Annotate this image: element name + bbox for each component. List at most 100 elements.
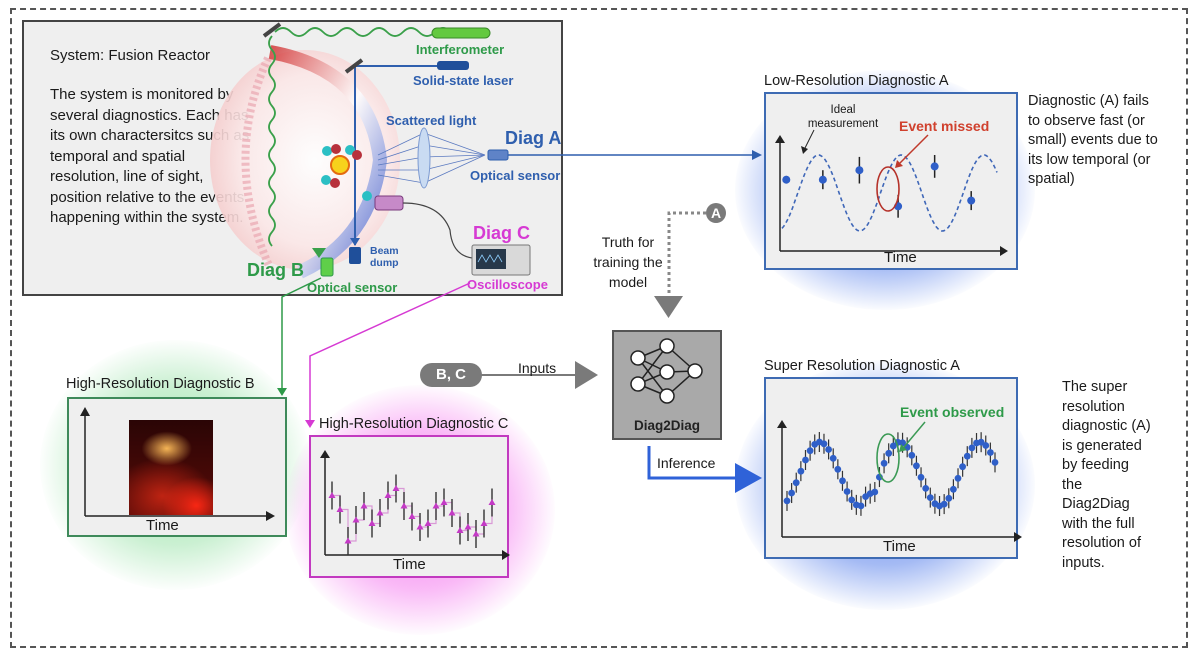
data-point [336, 506, 344, 512]
data-point [908, 451, 916, 459]
interferometer-device [431, 27, 491, 39]
plasma-core [330, 155, 350, 175]
beam-dump [349, 247, 361, 264]
super-res-a-panel [764, 377, 1018, 559]
data-point [917, 473, 925, 481]
data-point [839, 477, 846, 485]
data-point [987, 449, 994, 456]
diag-b-connector [281, 277, 322, 390]
data-point [950, 485, 957, 493]
low-res-a-xlabel: Time [884, 249, 917, 266]
y-axis-arrow [320, 450, 330, 458]
event-missed-pointer [899, 134, 929, 164]
high-res-b-heatmap [129, 420, 213, 515]
inputs-arrow-head [575, 361, 598, 389]
high-res-c-xlabel: Time [393, 556, 426, 573]
truth-label: Truth for training the model [593, 234, 663, 290]
mirror-1 [262, 22, 282, 38]
inputs-badge: B, C [420, 363, 482, 387]
data-point [871, 488, 879, 496]
y-axis-arrow [777, 420, 787, 428]
data-point [820, 440, 828, 448]
data-point [368, 520, 376, 526]
event-missed-pointer-head [895, 160, 903, 168]
data-point [968, 444, 976, 452]
data-point [963, 452, 971, 460]
lens [417, 127, 431, 189]
low-res-a-panel [764, 92, 1018, 270]
event-observed-circle [876, 433, 900, 483]
system-title: System: Fusion Reactor [50, 47, 211, 64]
data-point [954, 474, 962, 482]
event-observed-pointer [903, 421, 926, 448]
data-point [885, 449, 893, 457]
data-point [392, 485, 400, 491]
x-axis-arrow [1014, 532, 1022, 542]
data-point [806, 447, 814, 455]
plasma-edge [268, 45, 388, 279]
inference-label: Inference [657, 455, 716, 471]
data-point [834, 465, 842, 473]
super-res-a-description: The super resolution diagnostic (A) is g… [1062, 379, 1151, 571]
ideal-pointer-head [801, 146, 808, 154]
data-point [464, 523, 472, 530]
data-point [440, 499, 448, 505]
data-point [922, 485, 930, 492]
data-point [940, 500, 948, 508]
data-point [945, 494, 953, 502]
scattered-light-label: Scattered light [386, 113, 477, 128]
scattered-light-rays [377, 132, 486, 184]
data-point [352, 516, 360, 523]
data-point [797, 467, 805, 475]
data-point [802, 456, 809, 464]
data-point [857, 502, 865, 510]
super-res-a-title: Super Resolution Diagnostic A [764, 358, 960, 374]
event-observed-label: Event observed [900, 404, 1005, 420]
diag-b-sensor-icon [320, 257, 334, 277]
data-point [480, 520, 488, 526]
diag-b-sensor-label: Optical sensor [307, 280, 398, 295]
truth-connector [667, 211, 706, 296]
data-point [829, 454, 837, 462]
data-point [376, 509, 384, 516]
low-res-a-title: Low-Resolution Diagnostic A [764, 73, 949, 89]
data-point [782, 175, 791, 184]
inference-connector [647, 446, 735, 480]
data-point [926, 494, 934, 501]
super-res-a-xlabel: Time [883, 538, 916, 555]
data-point [880, 459, 888, 467]
x-axis-arrow [502, 550, 510, 560]
data-point [825, 446, 832, 453]
laser-device [437, 61, 469, 70]
data-point [783, 497, 791, 505]
data-point [424, 520, 432, 526]
data-point [855, 166, 864, 175]
data-point [456, 527, 464, 533]
data-point [432, 502, 440, 509]
low-res-a-description: Diagnostic (A) fails to observe fast (or… [1028, 93, 1158, 187]
data-point [472, 530, 480, 537]
data-point [416, 523, 424, 530]
event-missed-circle [876, 166, 900, 212]
system-description: The system is monitored by several diagn… [50, 86, 250, 226]
data-point [930, 162, 939, 171]
outer-frame [10, 8, 1188, 648]
data-point [360, 502, 368, 509]
diag-b-label: Diag B [247, 260, 305, 280]
data-point [977, 438, 985, 446]
data-point [400, 502, 408, 509]
mirror-2 [344, 58, 364, 74]
ideal-pointer [804, 129, 815, 149]
event-missed-label: Event missed [899, 118, 990, 134]
data-point [328, 492, 336, 498]
data-point [889, 442, 897, 450]
data-point [982, 442, 990, 449]
interferometer-label: Interferometer [416, 42, 505, 57]
diag-a-label: Diag A [505, 128, 562, 148]
data-point [967, 196, 976, 205]
data-point [792, 479, 800, 487]
high-res-c-title: High-Resolution Diagnostic C [319, 416, 509, 432]
